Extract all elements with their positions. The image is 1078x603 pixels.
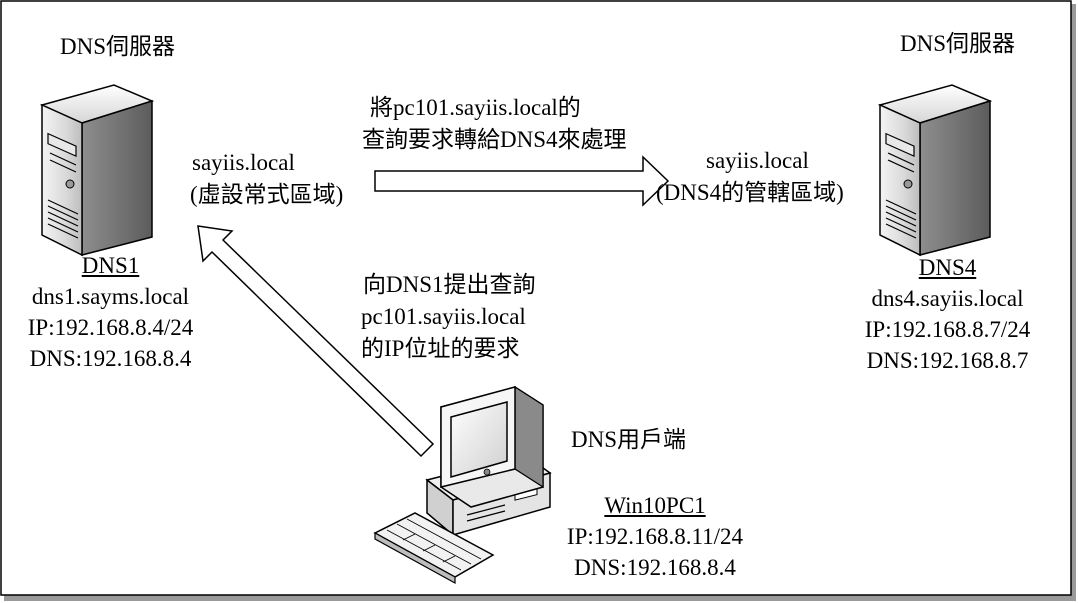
left-server-role-label: DNS伺服器	[60, 34, 176, 59]
query-arrow	[197, 225, 435, 458]
left-server-name: DNS1	[81, 253, 140, 278]
client-info: Win10PC1 IP:192.168.8.11/24 DNS:192.168.…	[540, 490, 770, 583]
left-server-fqdn: dns1.sayms.local	[31, 284, 190, 309]
client-ip: IP:192.168.8.11/24	[566, 524, 744, 549]
forward-arrow	[374, 155, 670, 207]
forward-note-line2: 查詢要求轉給DNS4來處理	[362, 127, 627, 152]
right-server-info: DNS4 dns4.sayiis.local IP:192.168.8.7/24…	[840, 252, 1055, 376]
right-server-ip: IP:192.168.8.7/24	[864, 317, 1031, 342]
left-server-info: DNS1 dns1.sayms.local IP:192.168.8.4/24 …	[8, 250, 213, 374]
query-note-line2: pc101.sayiis.local	[361, 304, 526, 329]
server-icon	[877, 84, 993, 257]
right-server-name: DNS4	[918, 255, 977, 280]
left-zone-name: sayiis.local	[192, 150, 295, 175]
right-server-fqdn: dns4.sayiis.local	[871, 286, 1024, 311]
right-server-role-label: DNS伺服器	[900, 31, 1016, 56]
client-name: Win10PC1	[604, 493, 706, 518]
forward-note-line1: 將pc101.sayiis.local的	[370, 95, 581, 120]
right-zone-name: sayiis.local	[706, 148, 809, 173]
left-zone-type: (虛設常式區域)	[190, 182, 344, 207]
computer-icon	[373, 385, 552, 585]
query-note-line3: 的IP位址的要求	[361, 336, 520, 361]
right-server-dns: DNS:192.168.8.7	[866, 348, 1029, 373]
server-icon	[39, 84, 155, 257]
left-server-ip: IP:192.168.8.4/24	[27, 315, 194, 340]
client-dns: DNS:192.168.8.4	[574, 555, 736, 580]
client-role-label: DNS用戶端	[571, 427, 687, 452]
right-zone-type: (DNS4的管轄區域)	[656, 180, 844, 205]
query-note-line1: 向DNS1提出查詢	[363, 272, 536, 297]
left-server-dns: DNS:192.168.8.4	[29, 346, 192, 371]
